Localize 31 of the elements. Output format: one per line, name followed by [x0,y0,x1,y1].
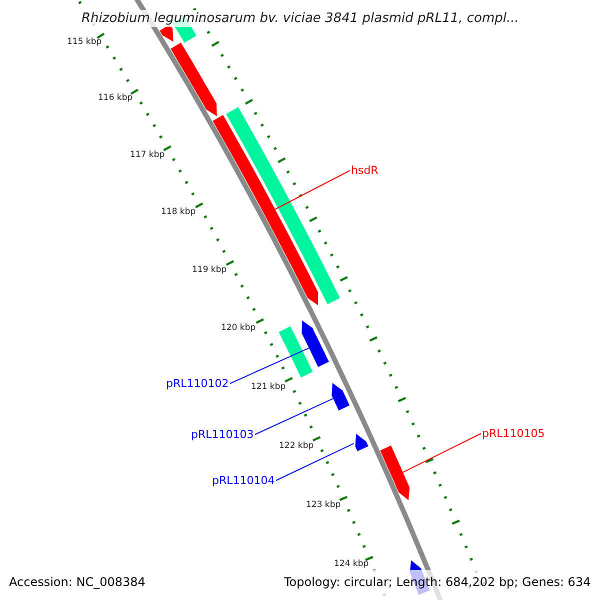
tick-label: 122 kbp [279,442,314,450]
gene-block [355,434,368,452]
gene-block [332,382,350,410]
gene-block [278,326,313,378]
leader-line [402,433,482,473]
footer-text: Accession: NC_008384 [9,576,146,588]
leader-line [230,348,310,384]
gene-block [380,446,410,500]
tick-label: 123 kbp [306,500,341,509]
tick-label: 115 kbp [67,38,102,46]
leader-line [254,398,334,435]
gene-label: pRL110103 [191,428,254,440]
footer-text: Topology: circular; Length: 684,202 bp; Genes: 634 [284,576,591,588]
gene-block [170,42,217,116]
gene-label: hsdR [351,164,378,176]
tick-label: 124 kbp [334,560,369,568]
tick-label: 121 kbp [251,382,286,391]
gene-block [302,320,329,367]
gene-label: pRL110105 [482,428,545,438]
tick-label: 116 kbp [98,94,133,102]
gene-label: pRL110104 [212,474,275,486]
tick-label: 120 kbp [221,324,256,332]
gene-block [226,107,340,304]
tick-label: 118 kbp [161,208,196,216]
tick-label: 119 kbp [192,266,227,274]
gene-block [160,24,174,42]
tick-label: 117 kbp [130,150,165,159]
leader-line [276,442,354,481]
gene-label: pRL110102 [166,378,229,388]
gene-block [212,115,318,306]
leader-line [274,170,350,210]
